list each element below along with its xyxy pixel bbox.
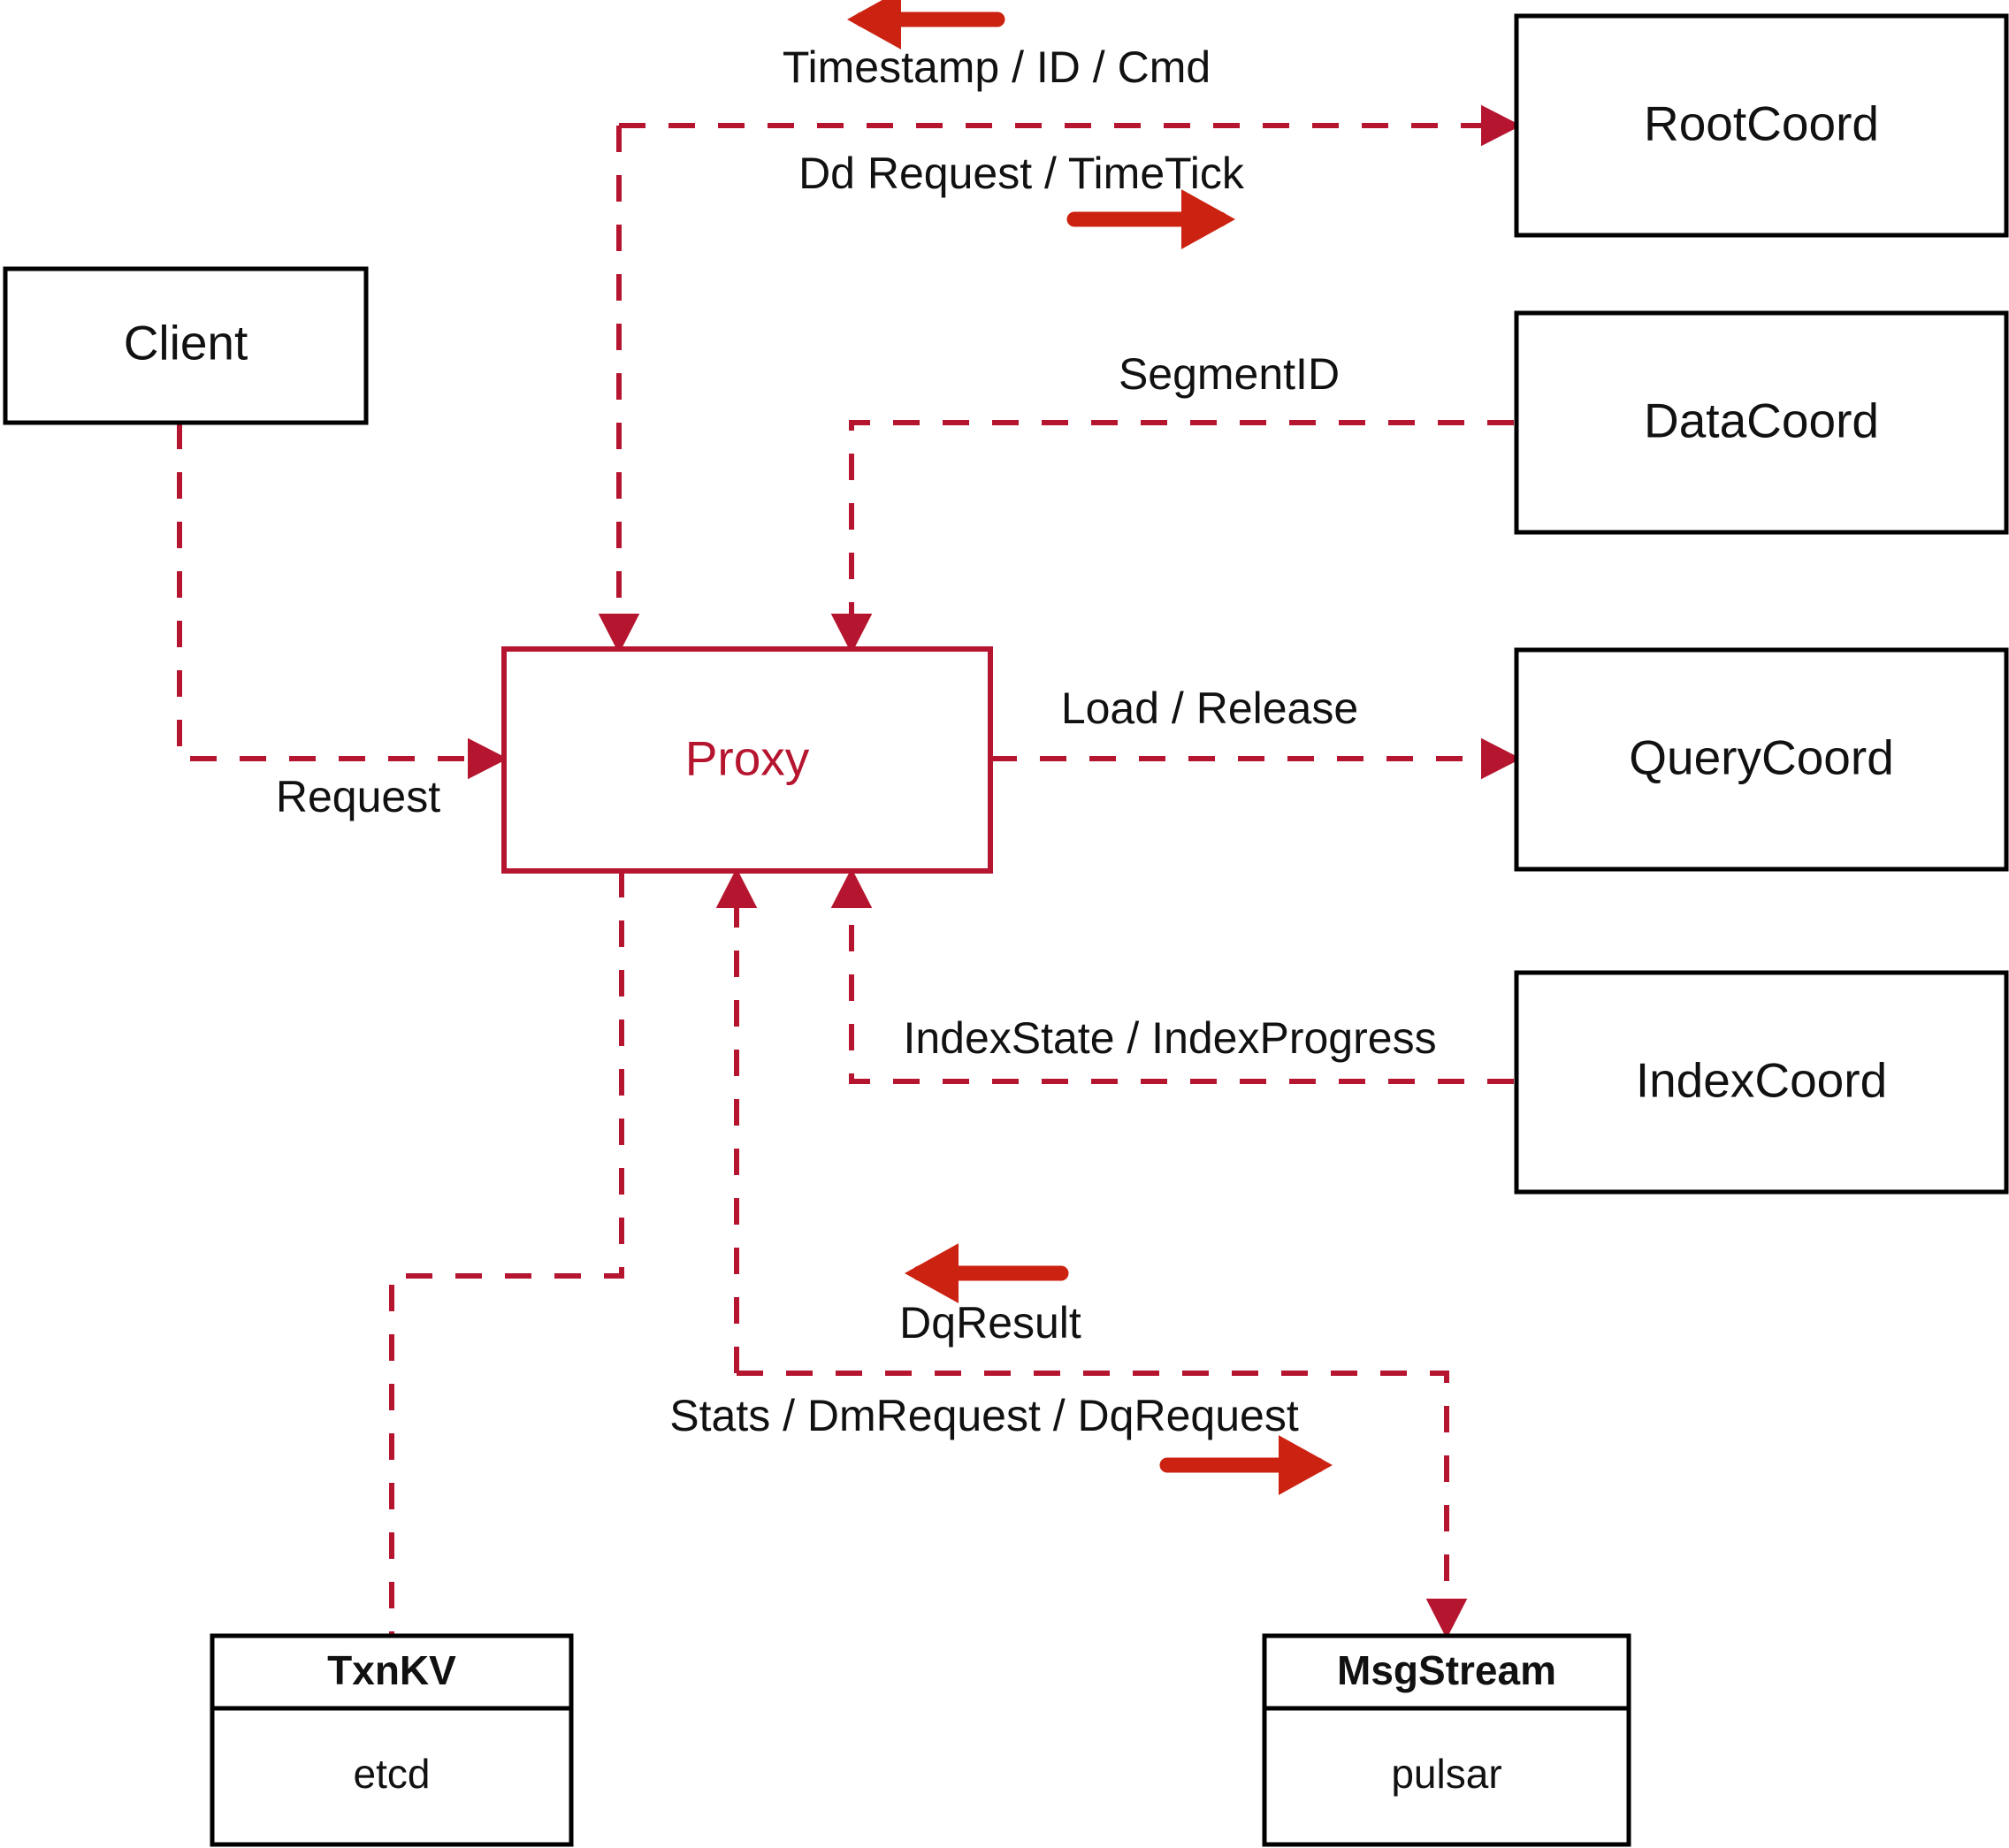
node-txnkv[interactable] (210, 1633, 574, 1847)
edge-proxy-to-msgstream (737, 1371, 1468, 1639)
edge-label-dqresult: DqResult (899, 1298, 1081, 1348)
node-txnkv-impl: etcd (354, 1751, 431, 1797)
edge-client-to-proxy (177, 423, 508, 780)
edge-label-segmentid: SegmentID (1119, 349, 1340, 399)
node-data-coord-label: DataCoord (1644, 393, 1879, 448)
node-root-coord[interactable] (1514, 13, 2009, 238)
node-index-coord[interactable] (1514, 970, 2009, 1195)
node-query-coord-label: QueryCoord (1629, 730, 1894, 785)
edge-indexcoord-to-proxy (830, 867, 1514, 1084)
node-client-label: Client (124, 316, 248, 370)
node-txnkv-title: TxnKV (327, 1647, 456, 1693)
edge-datacoord-to-proxy (830, 420, 1514, 654)
node-data-coord[interactable] (1514, 310, 2009, 535)
node-proxy[interactable] (501, 646, 993, 874)
node-client[interactable] (3, 266, 369, 425)
node-msgstream-title: MsgStream (1337, 1647, 1556, 1693)
edge-label-indexstate-indexprogress: IndexState / IndexProgress (903, 1013, 1436, 1063)
edge-label-timestamp-id-cmd: Timestamp / ID / Cmd (783, 42, 1211, 92)
edge-label-request: Request (276, 772, 440, 821)
edge-label-stats-dmrequest-dqrequest: Stats / DmRequest / DqRequest (669, 1391, 1299, 1440)
node-msgstream[interactable] (1262, 1633, 1631, 1847)
edge-label-dd-request-timetick: Dd Request / TimeTick (798, 149, 1245, 198)
node-index-coord-label: IndexCoord (1636, 1053, 1887, 1108)
node-root-coord-label: RootCoord (1644, 96, 1879, 151)
node-msgstream-impl: pulsar (1391, 1751, 1501, 1797)
node-proxy-label: Proxy (685, 731, 810, 786)
node-query-coord[interactable] (1514, 647, 2009, 872)
edge-label-load-release: Load / Release (1061, 683, 1358, 733)
edge-proxy-to-txnkv (389, 871, 624, 1634)
